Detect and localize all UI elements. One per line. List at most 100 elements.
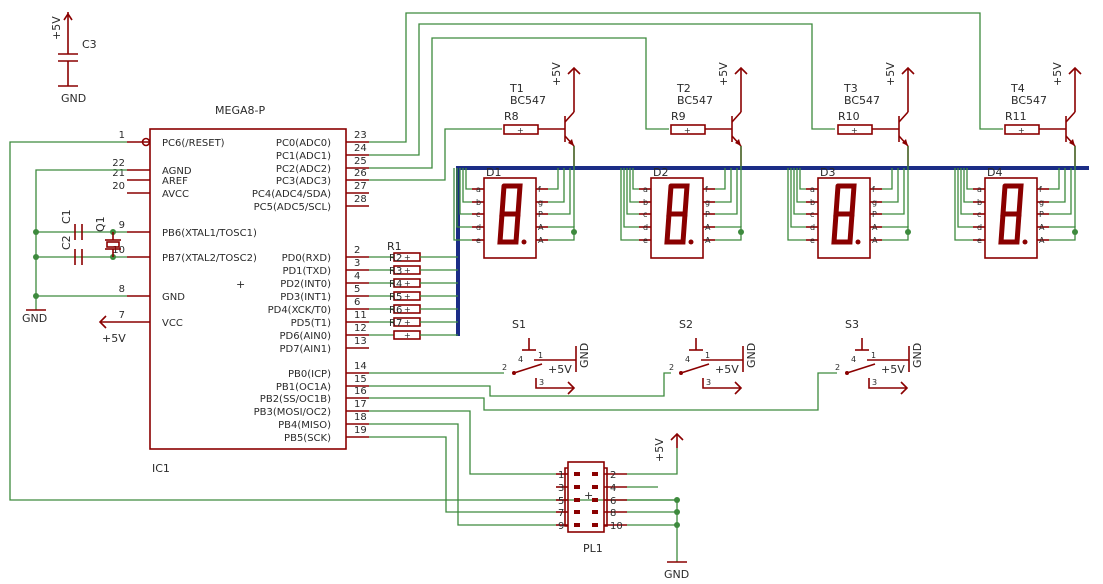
mcu-pin-name: PC4(ADC4/SDA)	[252, 189, 331, 200]
switch-pin3-arrow	[734, 381, 743, 395]
mcu-pin-name: PC6(/RESET)	[162, 138, 225, 149]
r1-plus-mark: +	[404, 305, 411, 314]
digit-decimal-point	[688, 239, 694, 245]
display-pin-left-label: b	[810, 198, 815, 207]
mcu-pin-name: GND	[162, 292, 185, 303]
display-pin-right-label: g	[538, 198, 543, 207]
seg-p-wire	[882, 168, 905, 215]
display-pin-right-label: A	[1039, 236, 1045, 245]
switch-ref-label: S1	[512, 318, 526, 331]
header-pin-left-number: 3	[558, 483, 564, 494]
vcc-arrow	[734, 66, 748, 75]
segment-wire	[954, 168, 973, 241]
segment-wire	[632, 168, 639, 190]
header-pin-right-pad	[592, 510, 598, 514]
digit-top-loop	[666, 183, 690, 217]
switch-pin3-lead	[535, 378, 574, 389]
switch-vcc-label: +5V	[548, 363, 572, 376]
resistor-plus-mark: +	[684, 126, 691, 135]
mcu-pin-number: 20	[112, 181, 125, 192]
mcu-pin-number: 25	[354, 156, 367, 167]
header-pin-right-number: 2	[610, 470, 616, 481]
emitter-arrow	[1069, 139, 1075, 146]
transistor-part-label: BC547	[844, 94, 880, 107]
mcu-pin-number: 7	[119, 310, 125, 321]
switch-pin-label: 2	[502, 363, 507, 372]
switch-ref-label: S2	[679, 318, 693, 331]
mcu-pin-name: PD2(INT0)	[280, 279, 331, 290]
vcc-arrow	[1068, 66, 1082, 75]
pl1-vcc-label: +5V	[653, 438, 666, 462]
mcu-pin-name: AGND	[162, 166, 192, 177]
header-pin-right-pad	[592, 485, 598, 489]
r1-label: R1	[387, 240, 402, 253]
display-pin-right-label: A	[538, 236, 544, 245]
mcu-right-pins: 23PC0(ADC0)24PC1(ADC1)25PC2(ADC2)26PC3(A…	[252, 130, 369, 444]
mcu-pin-name: PD3(INT1)	[280, 292, 331, 303]
emitter-arrow	[735, 139, 741, 146]
display-pin-left-label: d	[476, 223, 481, 232]
switch-pivot	[679, 371, 683, 375]
switch-pin-label: 1	[871, 351, 876, 360]
display-body	[817, 177, 871, 259]
r1-segment-label: R6	[389, 305, 402, 316]
mcu-pin-name: PB3(MOSI/OC2)	[254, 407, 332, 418]
digit-top-loop	[1000, 183, 1024, 217]
display-pin-right-label: P	[538, 210, 543, 219]
display-pin-right-label: f	[1039, 185, 1042, 194]
display-pin-left-label: e	[977, 236, 982, 245]
transistor-ref-label: T4	[1010, 82, 1025, 95]
display-pin-left-label: b	[977, 198, 982, 207]
segment-wire	[963, 168, 973, 203]
segment-wire	[453, 168, 472, 241]
mcu-pin-name: PB1(OC1A)	[276, 382, 331, 393]
header-pin-left-pad	[574, 510, 580, 514]
segment-wire	[623, 168, 639, 228]
transistor-vcc-label: +5V	[717, 62, 730, 86]
vcc-left-label: +5V	[102, 332, 126, 345]
display-pin-left-label: c	[810, 210, 814, 219]
common-anode-wire	[715, 226, 742, 241]
seg-g-wire	[882, 168, 899, 203]
r1-plus-mark: +	[404, 292, 411, 301]
mcu-pin-number: 23	[354, 130, 367, 141]
r1-segment-label: R4	[389, 279, 402, 290]
display-pin-left-label: c	[476, 210, 480, 219]
display-pin-right-label: g	[872, 198, 877, 207]
display-pin-left-label: e	[643, 236, 648, 245]
switch-pin3-arrow	[900, 381, 909, 395]
switch-pin3-lead	[868, 378, 907, 389]
display-pin-left-label: e	[810, 236, 815, 245]
switch-pivot	[512, 371, 516, 375]
c3-capacitor: +5V C3 GND	[50, 12, 97, 105]
switch-pin-label: 4	[685, 355, 690, 364]
mcu-pin-number: 17	[354, 399, 367, 410]
seg-p-wire	[715, 168, 738, 215]
display-pin-right-label: P	[705, 210, 710, 219]
r1-plus-mark: +	[404, 318, 411, 327]
segment-wire	[626, 168, 639, 215]
seg-p-wire	[1049, 168, 1072, 215]
digit-top-loop	[499, 183, 523, 217]
mcu-pin-number: 1	[119, 130, 125, 141]
transistor-ref-label: T2	[676, 82, 691, 95]
pl1-label: PL1	[583, 542, 603, 555]
segment-wire	[462, 168, 472, 203]
segment-wire	[459, 168, 472, 215]
vcc-arrow	[901, 66, 915, 75]
display-pin-right-label: g	[705, 198, 710, 207]
seg-g-wire	[715, 168, 732, 203]
switch-ref-label: S3	[845, 318, 859, 331]
segment-wire	[629, 168, 639, 203]
seg-f-wire	[1049, 168, 1060, 190]
mcu-pin-name: AREF	[162, 176, 188, 187]
switch-vcc-label: +5V	[715, 363, 739, 376]
segment-wire	[799, 168, 806, 190]
digit-select-wiring	[369, 12, 1003, 181]
digit-decimal-point	[521, 239, 527, 245]
header-pin-right-pad	[592, 498, 598, 502]
digit-decimal-point	[1022, 239, 1028, 245]
resistor-label: R8	[504, 110, 519, 123]
header-pin-right-number: 8	[610, 508, 616, 519]
